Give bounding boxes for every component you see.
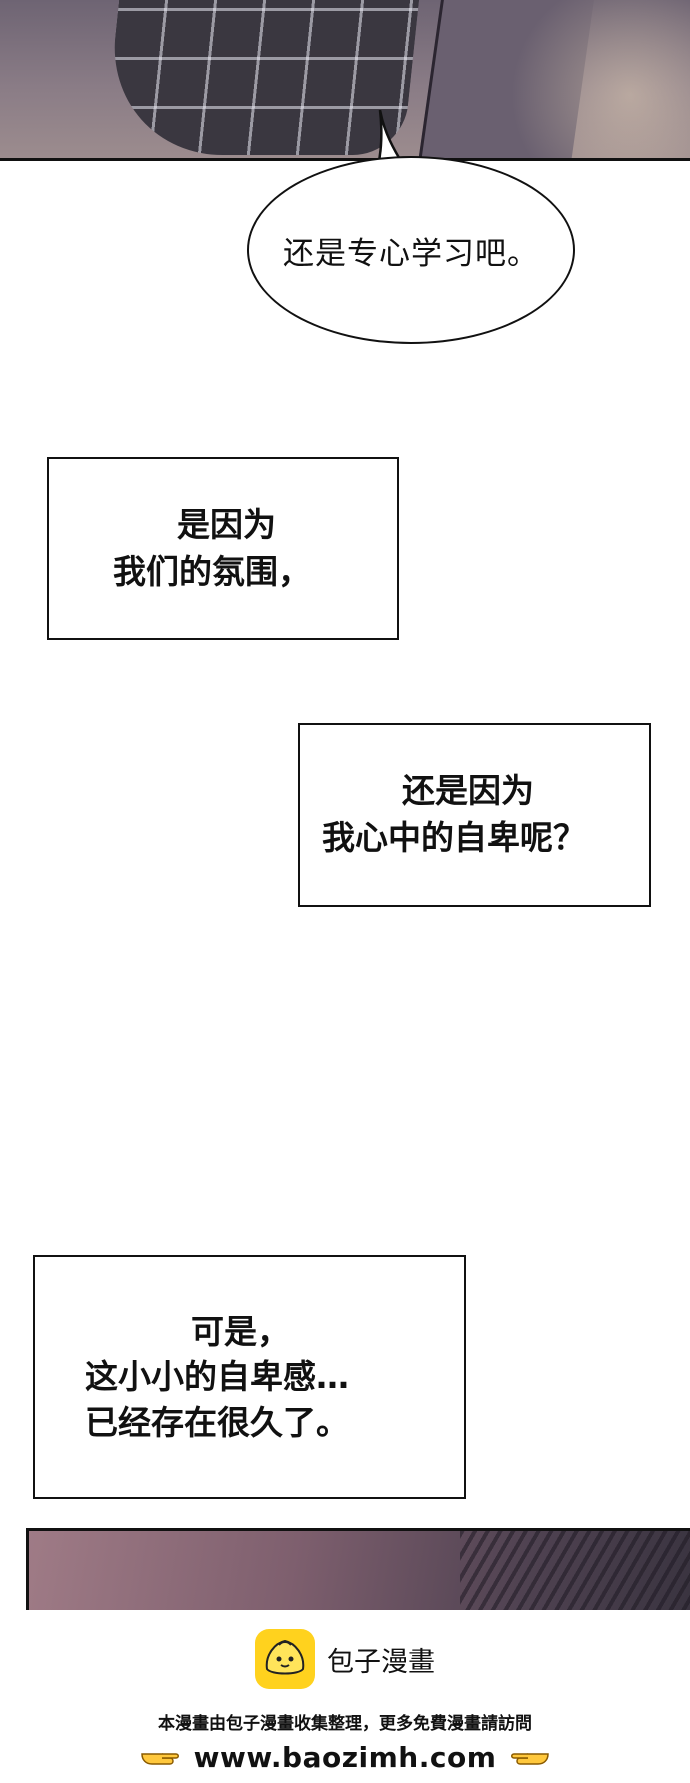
pointing-hand-icon [511,1753,550,1765]
top-art-panel [0,0,690,161]
narration-box-3: 可是， 这小小的自卑感… 已经存在很久了。 [33,1255,466,1499]
narration-box-2: 还是因为 我心中的自卑呢？ [298,723,651,907]
site-link-row[interactable]: www.baozimh.com [0,1737,690,1777]
bottom-art-panel [26,1528,690,1610]
narration-line: 我们的氛围， [113,551,311,591]
speech-bubble: 还是专心学习吧。 [247,156,575,344]
pointing-hand-icon [140,1753,179,1765]
background-glow [490,0,690,158]
speech-bubble-tail [376,110,406,166]
brand-name: 包子漫畫 [327,1646,435,1678]
hair-artwork [460,1531,690,1610]
footer-notice: 本漫畫由包子漫畫收集整理，更多免費漫畫請訪問 [158,1714,532,1734]
narration-line: 可是， [191,1311,290,1351]
narration-line: 这小小的自卑感… [85,1357,349,1397]
bun-logo-icon [255,1629,315,1689]
narration-line: 还是因为 [402,771,534,811]
speech-bubble-text: 还是专心学习吧。 [283,235,539,272]
narration-line: 是因为 [177,504,276,544]
brand-logo-row[interactable]: 包子漫畫 [0,1628,690,1690]
site-footer: 包子漫畫 本漫畫由包子漫畫收集整理，更多免費漫畫請訪問 www.baozimh.… [0,1610,690,1783]
site-url-link[interactable]: www.baozimh.com [193,1740,497,1774]
narration-line: 我心中的自卑呢？ [322,818,586,857]
narration-box-1: 是因为 我们的氛围， [47,457,399,640]
narration-line: 已经存在很久了。 [85,1402,349,1442]
